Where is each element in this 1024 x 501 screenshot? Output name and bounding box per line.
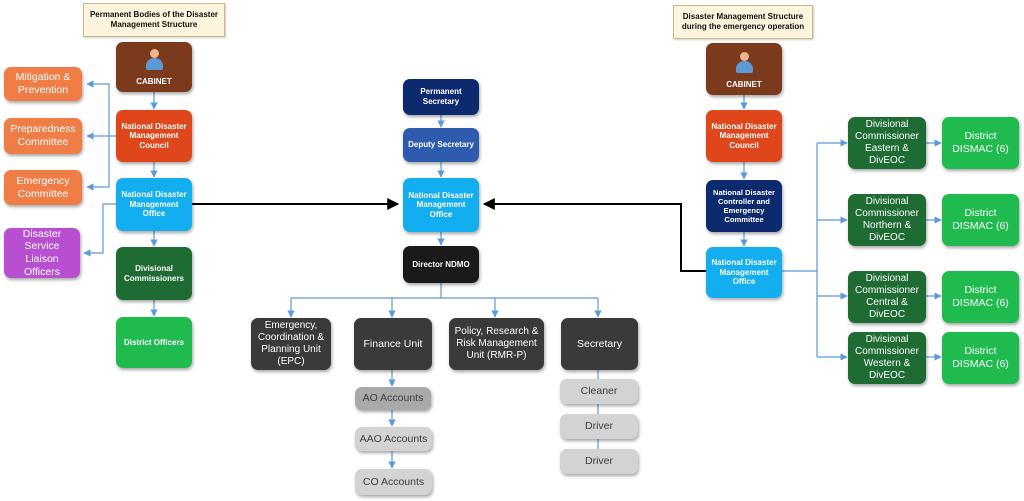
divisional-western-box: Divisional Commissioner Western & DivEOC — [848, 332, 926, 384]
left-cabinet-box: CABINET — [116, 42, 192, 92]
aao-accounts-box: AAO Accounts — [355, 427, 432, 451]
left-ndmc-box: National Disaster Management Council — [116, 110, 192, 162]
header-emergency-operation: Disaster Management Structure during the… — [673, 5, 813, 39]
center-ndmo-box: National Disaster Management Office — [403, 178, 479, 232]
right-ndmo-box: National Disaster Management Office — [706, 247, 782, 298]
district-dismac-box-3: District DISMAC (6) — [942, 271, 1019, 323]
left-divisional-box: Divisional Commissioners — [116, 247, 192, 300]
policy-unit-box: Policy, Research & Risk Management Unit … — [449, 318, 544, 370]
district-dismac-box-1: District DISMAC (6) — [942, 117, 1019, 169]
header-permanent-bodies: Permanent Bodies of the Disaster Managem… — [83, 3, 225, 37]
mitigation-prevention-box: Mitigation & Prevention — [4, 67, 82, 101]
secretary-box: Secretary — [561, 318, 638, 370]
left-ndmo-box: National Disaster Management Office — [116, 178, 192, 231]
left-district-officers-box: District Officers — [116, 317, 192, 368]
right-cabinet-label: CABINET — [726, 80, 762, 90]
epc-unit-box: Emergency, Coordination & Planning Unit … — [251, 318, 331, 370]
right-ndmc-box: National Disaster Management Council — [706, 110, 782, 162]
driver-box-1: Driver — [560, 414, 638, 439]
divisional-central-box: Divisional Commissioner Central & DivEOC — [848, 271, 926, 323]
cleaner-box: Cleaner — [560, 379, 638, 404]
divisional-eastern-box: Divisional Commissioner Eastern & DivEOC — [848, 117, 926, 169]
ao-accounts-box: AO Accounts — [355, 387, 431, 410]
director-ndmo-box: Director NDMO — [403, 246, 479, 283]
emergency-committee-box: Emergency Committee — [4, 170, 82, 205]
finance-unit-box: Finance Unit — [354, 318, 432, 370]
co-accounts-box: CO Accounts — [355, 469, 432, 495]
driver-box-2: Driver — [560, 449, 638, 474]
person-icon — [145, 49, 163, 71]
right-cabinet-box: CABINET — [706, 43, 782, 95]
preparedness-committee-box: Preparedness Committee — [4, 118, 82, 154]
deputy-secretary-box: Deputy Secretary — [403, 128, 479, 162]
left-cabinet-label: CABINET — [136, 77, 172, 87]
disaster-controller-box: National Disaster Controller and Emergen… — [706, 180, 782, 232]
district-dismac-box-2: District DISMAC (6) — [942, 194, 1019, 246]
district-dismac-box-4: District DISMAC (6) — [942, 332, 1019, 384]
divisional-northern-box: Divisional Commissioner Northern & DivEO… — [848, 194, 926, 246]
liaison-officers-box: Disaster Service Liaison Officers — [4, 228, 80, 278]
permanent-secretary-box: Permanent Secretary — [403, 79, 479, 115]
person-icon — [735, 52, 753, 74]
